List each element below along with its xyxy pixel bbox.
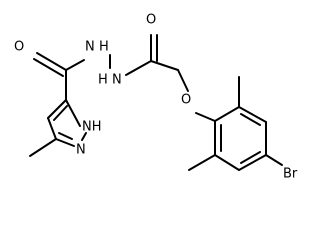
bond-carbonyl-right-ch2 xyxy=(150,60,179,71)
atom-label-bromo: Br xyxy=(283,167,298,182)
atom-label-hydrazide-h2: H xyxy=(98,73,108,88)
atom-label-hydrazide-n2: N xyxy=(112,73,122,88)
atom-label-pyrazole-nh: NH xyxy=(82,120,102,135)
atom-label-ether-o: O xyxy=(181,93,191,108)
bond-ring-c5-c6 xyxy=(214,154,240,171)
bond-ring-c4-c5 xyxy=(238,154,267,171)
atom-label-carbonyl-o-right: O xyxy=(146,13,156,28)
bond-ring-bromo xyxy=(265,154,283,166)
bond-carbonyl-left-n xyxy=(65,59,85,71)
bond-carbonyl-left-o-b xyxy=(33,58,64,77)
bond-ring-c4-c5-inner xyxy=(240,151,261,164)
bond-pyrazole-n2-n1 xyxy=(81,132,87,141)
bond-ring-c2-c3 xyxy=(238,106,267,123)
bond-pyrazole-c3-n2-inner xyxy=(58,132,73,140)
bond-o-aryl xyxy=(195,112,216,122)
bond-pyrazole-c5-c4 xyxy=(47,99,67,119)
bond-pyrazole-c4-c3 xyxy=(47,117,57,140)
bond-ring-c1-c2 xyxy=(214,106,240,122)
structure-canvas: O O N H N H O NH N Br xyxy=(14,13,298,182)
bond-ring-c2-c3-inner xyxy=(240,113,261,126)
atom-label-carbonyl-o-left: O xyxy=(14,40,24,55)
bond-pyrazole-c3-n2 xyxy=(55,138,75,147)
atom-label-hydrazide-h1: H xyxy=(99,40,109,55)
bond-carbonyl-left-o-a xyxy=(36,52,67,71)
atom-label-hydrazide-n1: N xyxy=(85,40,95,55)
molecule-diagram: O O N H N H O NH N Br xyxy=(14,13,298,182)
bond-pyrazole-n1-c5 xyxy=(65,99,81,127)
bond-ch2-o xyxy=(177,69,189,92)
atom-label-pyrazole-n: N xyxy=(76,143,86,158)
bond-n-carbonyl-right xyxy=(125,60,152,76)
bond-ring-methyl-bottom xyxy=(188,154,216,171)
bond-pyrazole-methyl xyxy=(29,138,57,157)
bond-pyrazole-c4-c4-inner xyxy=(53,105,68,121)
